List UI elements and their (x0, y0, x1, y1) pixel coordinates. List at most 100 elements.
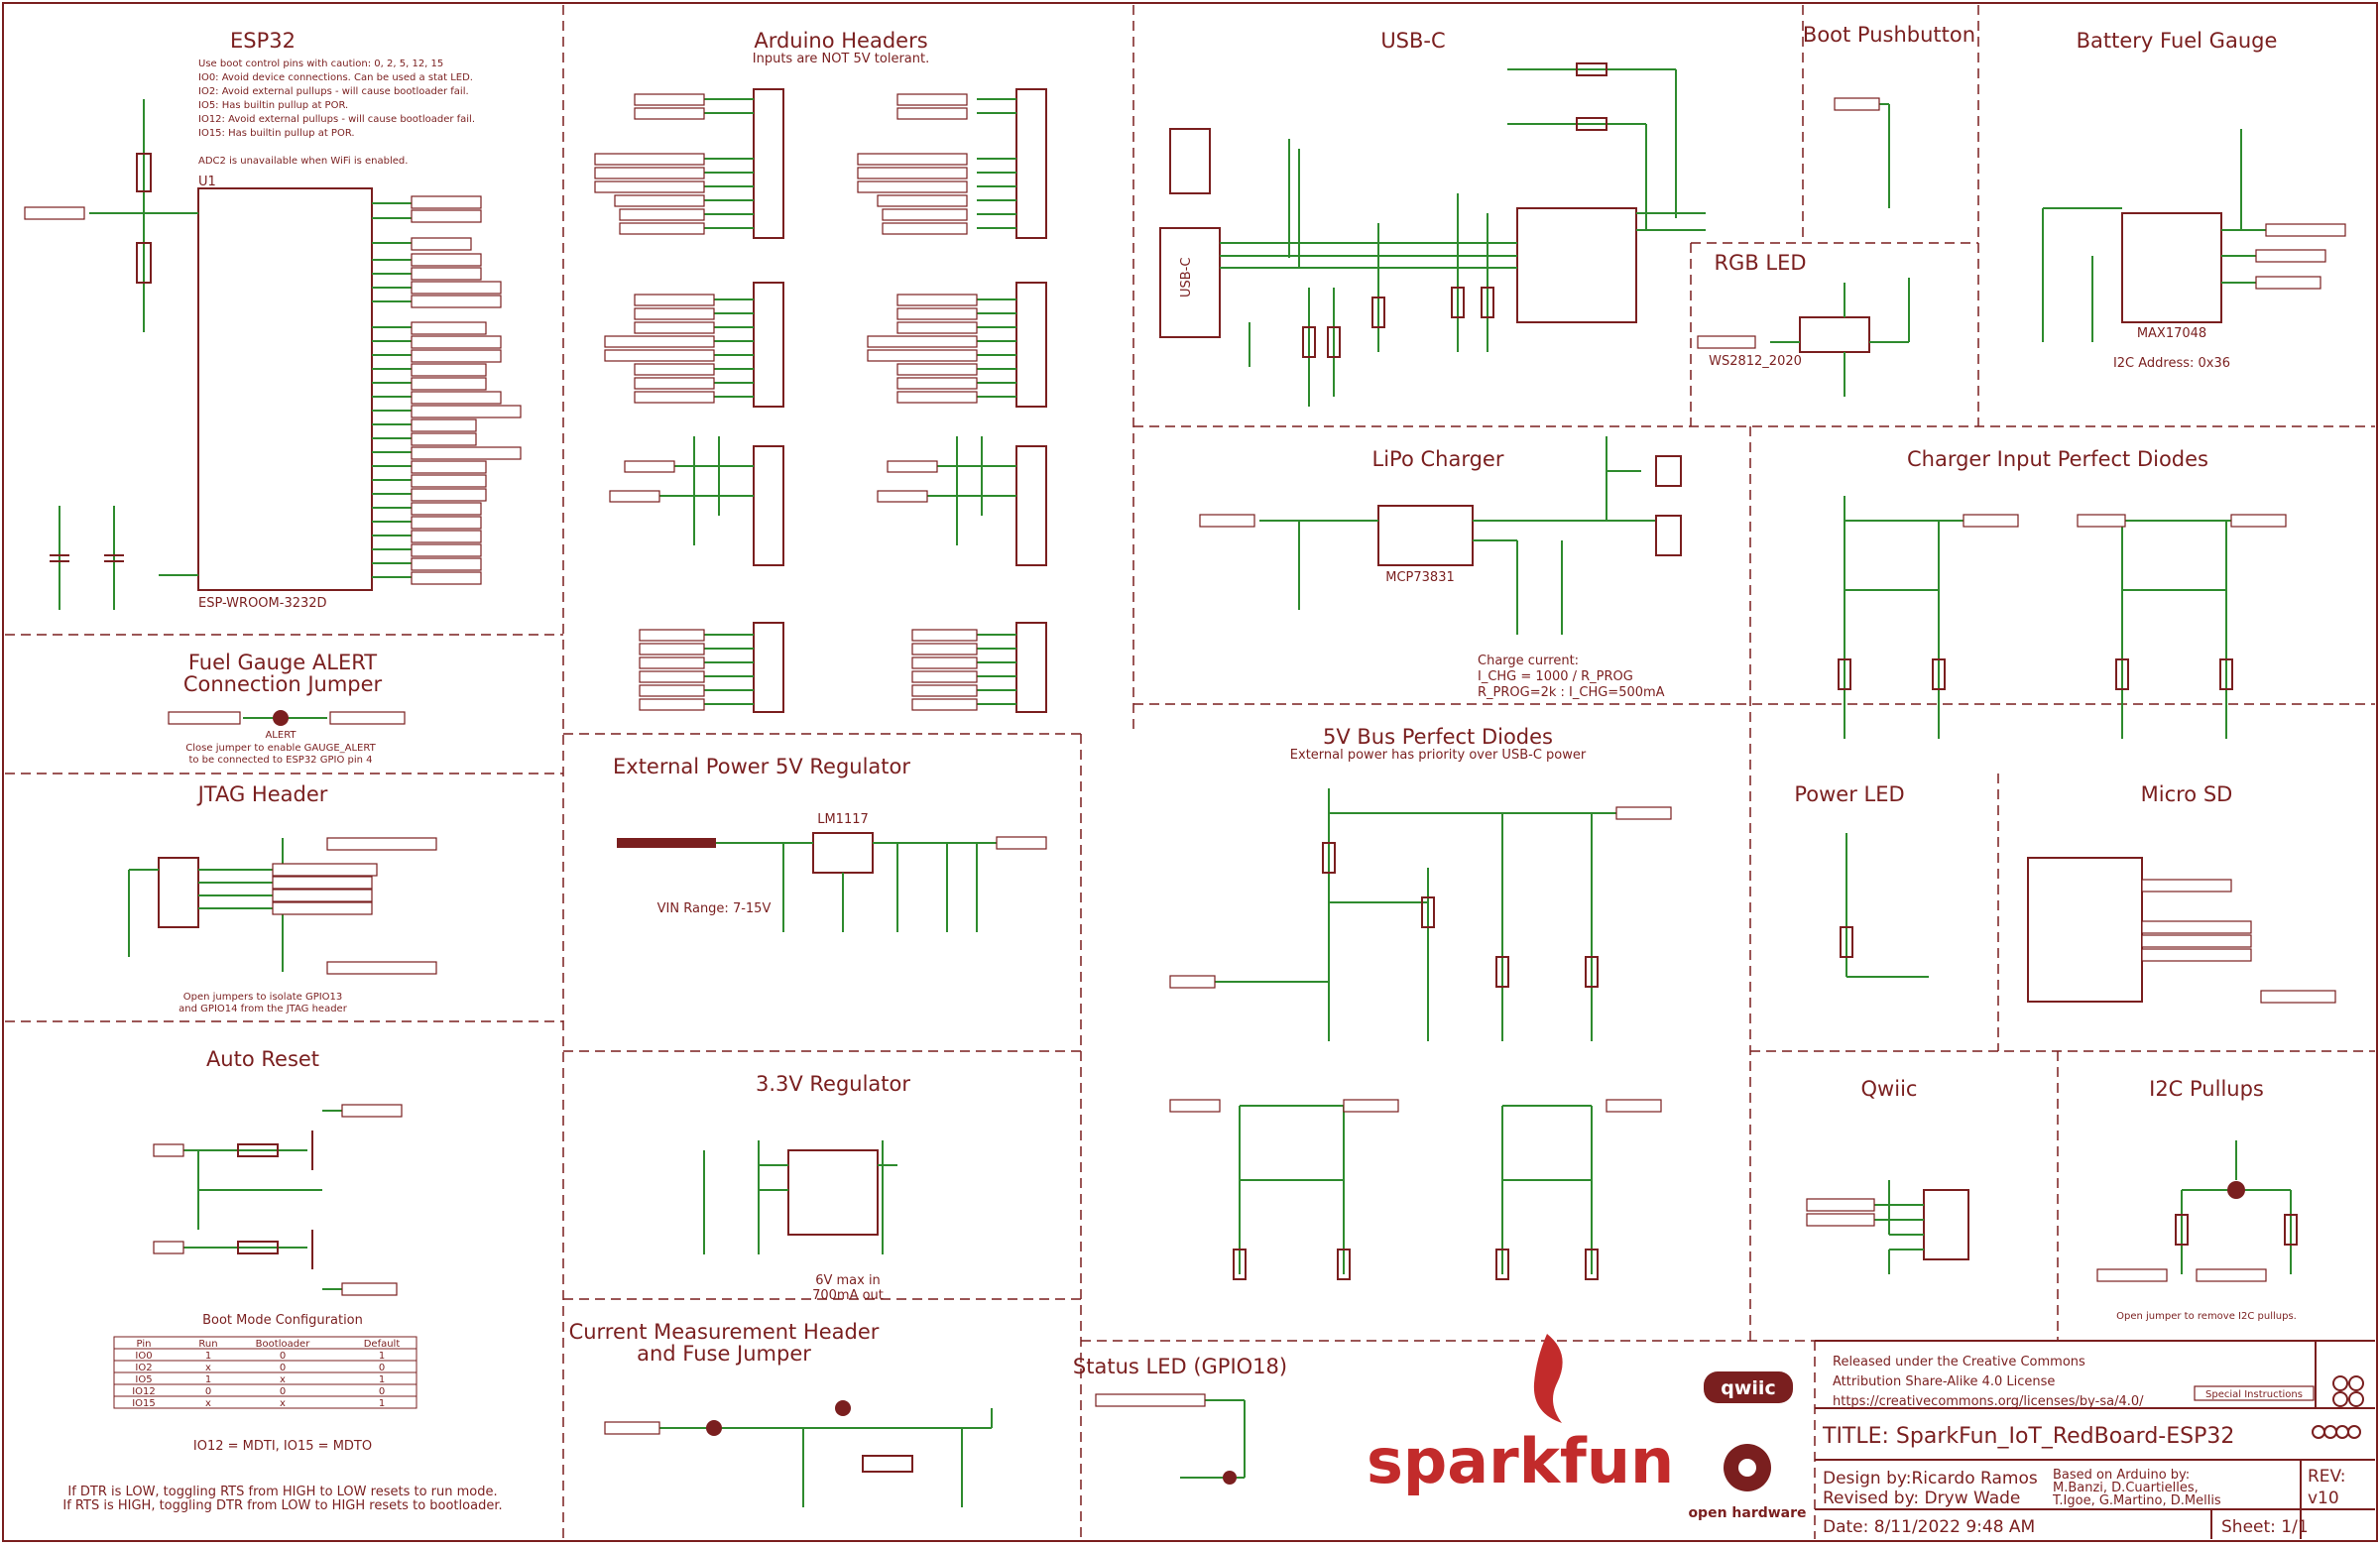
boot-table-cell: 0 (205, 1386, 211, 1397)
svg-text:qwiic: qwiic (1721, 1377, 1775, 1399)
license-line-1: Released under the Creative Commons (1833, 1355, 2085, 1369)
esp32-module-ref: U1 (198, 175, 216, 189)
license-line-2: Attribution Share-Alike 4.0 License (1833, 1374, 2055, 1389)
boot-table-cell: 1 (379, 1374, 385, 1385)
autoreset-note-1: If DTR is LOW, toggling RTS from HIGH to… (67, 1485, 497, 1499)
autoreset-note-2: If RTS is HIGH, toggling DTR from LOW to… (62, 1498, 502, 1513)
esp32-note-7: ADC2 is unavailable when WiFi is enabled… (198, 156, 408, 167)
i2cpull-title: I2C Pullups (2149, 1077, 2264, 1101)
arduino-subtitle: Inputs are NOT 5V tolerant. (753, 52, 930, 66)
bus5v-section: 5V Bus Perfect Diodes External power has… (1169, 725, 1672, 1280)
svg-text:Open jumper to remove I2C pull: Open jumper to remove I2C pullups. (2116, 1311, 2297, 1322)
current-title-1: Current Measurement Header (569, 1320, 880, 1344)
qwiic-connector-symbol (1923, 1189, 1969, 1260)
lipo-title: LiPo Charger (1372, 447, 1504, 471)
esp32-note-2: IO0: Avoid device connections. Can be us… (198, 72, 473, 83)
svg-text:VIN Range: 7-15V: VIN Range: 7-15V (657, 901, 772, 916)
alert-jumper-note-1: Close jumper to enable GAUGE_ALERT (185, 743, 376, 754)
boot-table-cell: x (205, 1398, 211, 1409)
designer: Design by:Ricardo Ramos (1823, 1469, 2038, 1488)
usbc-section: USB-C USB-C (1159, 29, 1706, 407)
reg33-title: 3.3V Regulator (756, 1072, 910, 1096)
mcp73831-symbol (1377, 505, 1474, 566)
bus5v-title: 5V Bus Perfect Diodes (1323, 725, 1553, 749)
jtag-header-symbol (158, 857, 199, 928)
svg-text:I_CHG = 1000 / R_PROG: I_CHG = 1000 / R_PROG (1478, 669, 1633, 684)
boot-table-cell: IO0 (135, 1351, 152, 1362)
esp32-module-symbol (197, 187, 373, 591)
rgb-title: RGB LED (1714, 251, 1806, 275)
boot-table-header: Bootloader (256, 1339, 311, 1350)
boot-table-cell: 0 (379, 1386, 385, 1397)
svg-text:MCP73831: MCP73831 (1385, 570, 1455, 585)
alert-jumper-note-2: to be connected to ESP32 GPIO pin 4 (188, 755, 372, 766)
esp32-note-4: IO5: Has builtin pullup at POR. (198, 100, 348, 111)
dc-jack-symbol (617, 838, 716, 848)
boot-section: Boot Pushbutton (1803, 23, 1975, 208)
boot-table-header: Pin (137, 1339, 152, 1350)
boot-table-cell: 1 (205, 1374, 211, 1385)
svg-text:700mA out: 700mA out (812, 1288, 884, 1303)
ext5v-title: External Power 5V Regulator (613, 755, 910, 778)
sparkfun-logo: sparkfun qwiic open hardware (1367, 1334, 2364, 1521)
date: Date: 8/11/2022 9:48 AM (1823, 1517, 2035, 1537)
jtag-note-1: Open jumpers to isolate GPIO13 (183, 992, 343, 1003)
lm1117-symbol (812, 832, 874, 874)
esp32-net-labels (24, 195, 522, 585)
reviser: Revised by: Dryw Wade (1823, 1488, 2020, 1508)
usbc-connector-symbol (1159, 227, 1221, 338)
boot-table-cell: x (280, 1398, 286, 1409)
boot-table-cell: 0 (280, 1351, 286, 1362)
ext5v-section: External Power 5V Regulator LM1117 VIN R… (613, 755, 1047, 932)
jtag-note-2: and GPIO14 from the JTAG header (178, 1004, 348, 1014)
reg33-section: 3.3V Regulator 6V max in 700mA out (703, 1072, 910, 1303)
cpd-title: Charger Input Perfect Diodes (1907, 447, 2208, 471)
reg33-symbol (787, 1149, 879, 1236)
svg-text:open hardware: open hardware (1688, 1505, 1806, 1521)
autoreset-title: Auto Reset (206, 1047, 319, 1071)
max17048-symbol (2121, 212, 2222, 323)
current-section: Current Measurement Header and Fuse Jump… (569, 1320, 993, 1507)
title-block: Released under the Creative Commons Attr… (1815, 1340, 2375, 1539)
rgb-section: RGB LED WS2812_2020 (1697, 251, 1910, 397)
alert-solder-jumper (273, 710, 289, 726)
esp32-module-name: ESP-WROOM-3232D (198, 596, 327, 611)
boot-table-cell: 1 (379, 1351, 385, 1362)
svg-text:USB-C: USB-C (1179, 258, 1194, 298)
statusled-title: Status LED (GPIO18) (1073, 1355, 1287, 1378)
esp32-note-5: IO12: Avoid external pullups - will caus… (198, 114, 475, 125)
qwiic-title: Qwiic (1861, 1077, 1918, 1101)
bus5v-subtitle: External power has priority over USB-C p… (1290, 748, 1587, 763)
esp32-note-6: IO15: Has builtin pullup at POR. (198, 128, 355, 139)
lipo-section: LiPo Charger MCP73831 Charge current: I_… (1199, 436, 1682, 700)
svg-text:M.Banzi, D.Cuartielles,: M.Banzi, D.Cuartielles, (2053, 1481, 2199, 1495)
alert-jumper-title: Fuel Gauge ALERT (188, 651, 377, 674)
boot-table-cell: IO15 (132, 1398, 156, 1409)
svg-text:Connection Jumper: Connection Jumper (183, 672, 383, 696)
license-link[interactable]: https://creativecommons.org/licenses/by-… (1833, 1394, 2144, 1409)
jtag-section: JTAG Header Open jumpers to isolate GPIO… (128, 782, 437, 1014)
esp32-note-1: Use boot control pins with caution: 0, 2… (198, 59, 443, 69)
boot-table-header: Run (198, 1339, 217, 1350)
svg-text:ALERT: ALERT (265, 730, 297, 741)
statusled-section: Status LED (GPIO18) (1073, 1355, 1287, 1485)
svg-text:LM1117: LM1117 (817, 812, 869, 827)
powerled-section: Power LED (1794, 782, 1929, 978)
boot-table-cell: 0 (280, 1386, 286, 1397)
svg-text:and Fuse Jumper: and Fuse Jumper (637, 1342, 811, 1366)
i2cpull-section: I2C Pullups Open jumper to remove I2C pu… (2096, 1077, 2298, 1322)
svg-text:sparkfun: sparkfun (1367, 1425, 1674, 1497)
fuelgauge-section: Battery Fuel Gauge MAX17048 I2C Address:… (2042, 29, 2346, 371)
boot-table-cell: x (205, 1363, 211, 1373)
esp32-section: ESP32 Use boot control pins with caution… (24, 29, 522, 611)
boot-table-cell: 1 (205, 1351, 211, 1362)
svg-text:T.Igoe, G.Martino, D.Mellis: T.Igoe, G.Martino, D.Mellis (2052, 1493, 2221, 1508)
flower-mark-icon (2332, 1375, 2364, 1407)
svg-text:I2C Address: 0x36: I2C Address: 0x36 (2113, 356, 2230, 371)
boot-table-title: Boot Mode Configuration (202, 1313, 363, 1328)
boot-table-cell: 1 (379, 1398, 385, 1409)
esp32-note-3: IO2: Avoid external pullups - will cause… (198, 86, 469, 97)
